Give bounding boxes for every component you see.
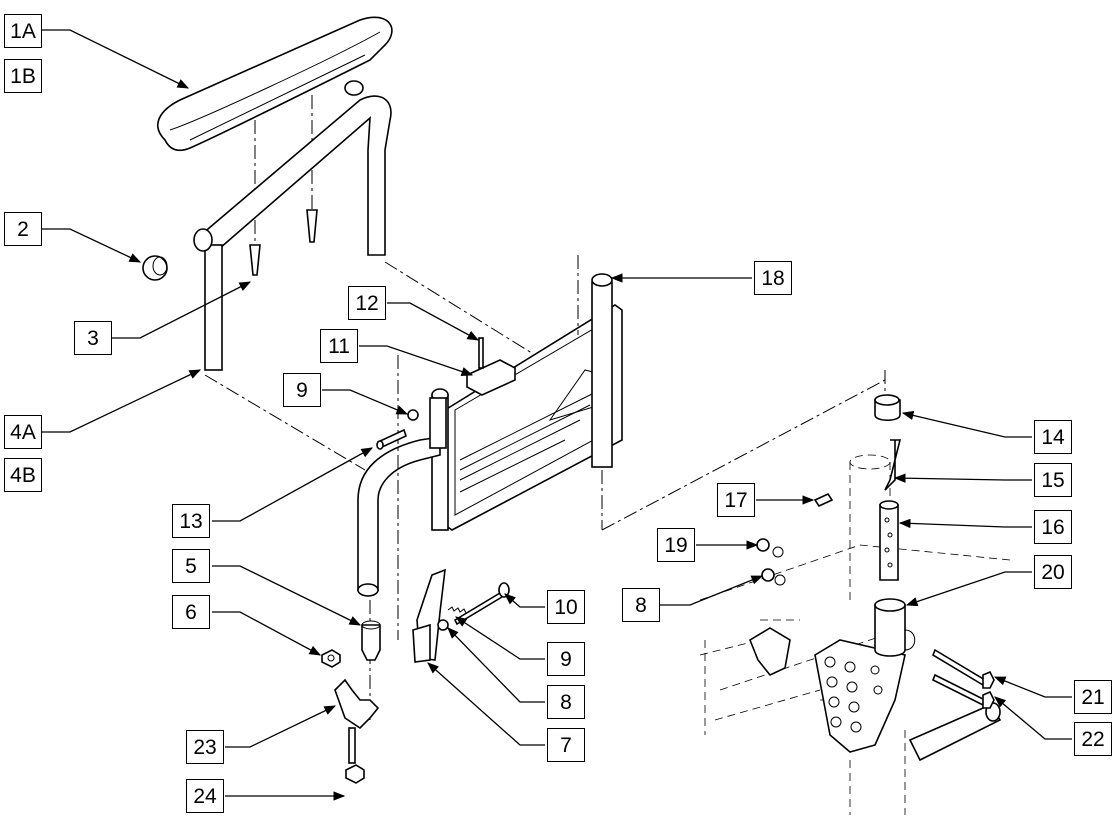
callout-1A: 1A xyxy=(4,14,42,48)
callout-8-left: 8 xyxy=(547,685,585,719)
callout-18: 18 xyxy=(754,261,792,295)
callout-16: 16 xyxy=(1034,510,1072,544)
clamp-block xyxy=(466,337,516,396)
release-lever xyxy=(412,568,446,663)
screws xyxy=(249,209,318,276)
callout-13: 13 xyxy=(172,504,210,538)
frame-holes xyxy=(824,656,883,733)
callout-3: 3 xyxy=(74,321,112,355)
leader-lines xyxy=(42,29,1072,801)
callout-10: 10 xyxy=(547,590,585,624)
armrest-socket-tube xyxy=(357,397,447,597)
callout-17: 17 xyxy=(717,483,755,517)
callout-15: 15 xyxy=(1034,463,1072,497)
callout-20: 20 xyxy=(1034,555,1072,589)
callout-19: 19 xyxy=(657,528,695,562)
callout-1B: 1B xyxy=(4,59,42,93)
wheelchair-frame-phantom xyxy=(699,454,1011,815)
arm-tube xyxy=(193,80,392,371)
callout-11: 11 xyxy=(320,329,358,363)
callout-4A: 4A xyxy=(4,415,42,449)
bolt-spring-washer xyxy=(437,582,510,631)
callout-21: 21 xyxy=(1074,680,1112,714)
callout-14: 14 xyxy=(1034,420,1072,454)
callout-7: 7 xyxy=(547,728,585,762)
callout-5: 5 xyxy=(172,549,210,583)
end-cap xyxy=(142,255,168,281)
callout-6: 6 xyxy=(172,595,210,629)
callout-24: 24 xyxy=(186,779,224,813)
callout-12: 12 xyxy=(348,286,386,320)
tube-plug xyxy=(361,620,381,661)
callout-22: 22 xyxy=(1074,722,1112,756)
callout-8-right: 8 xyxy=(622,588,660,622)
side-panel xyxy=(431,273,623,531)
callout-23: 23 xyxy=(186,730,224,764)
mounting-clamp xyxy=(334,678,380,784)
armrest-pad xyxy=(157,16,393,152)
callout-4B: 4B xyxy=(4,458,42,492)
pin-13 xyxy=(376,409,419,450)
hex-nut xyxy=(321,649,341,668)
receiver-assembly xyxy=(756,394,995,709)
callout-9-lower: 9 xyxy=(547,642,585,676)
callout-9-upper: 9 xyxy=(283,373,321,407)
callout-2: 2 xyxy=(4,212,42,246)
